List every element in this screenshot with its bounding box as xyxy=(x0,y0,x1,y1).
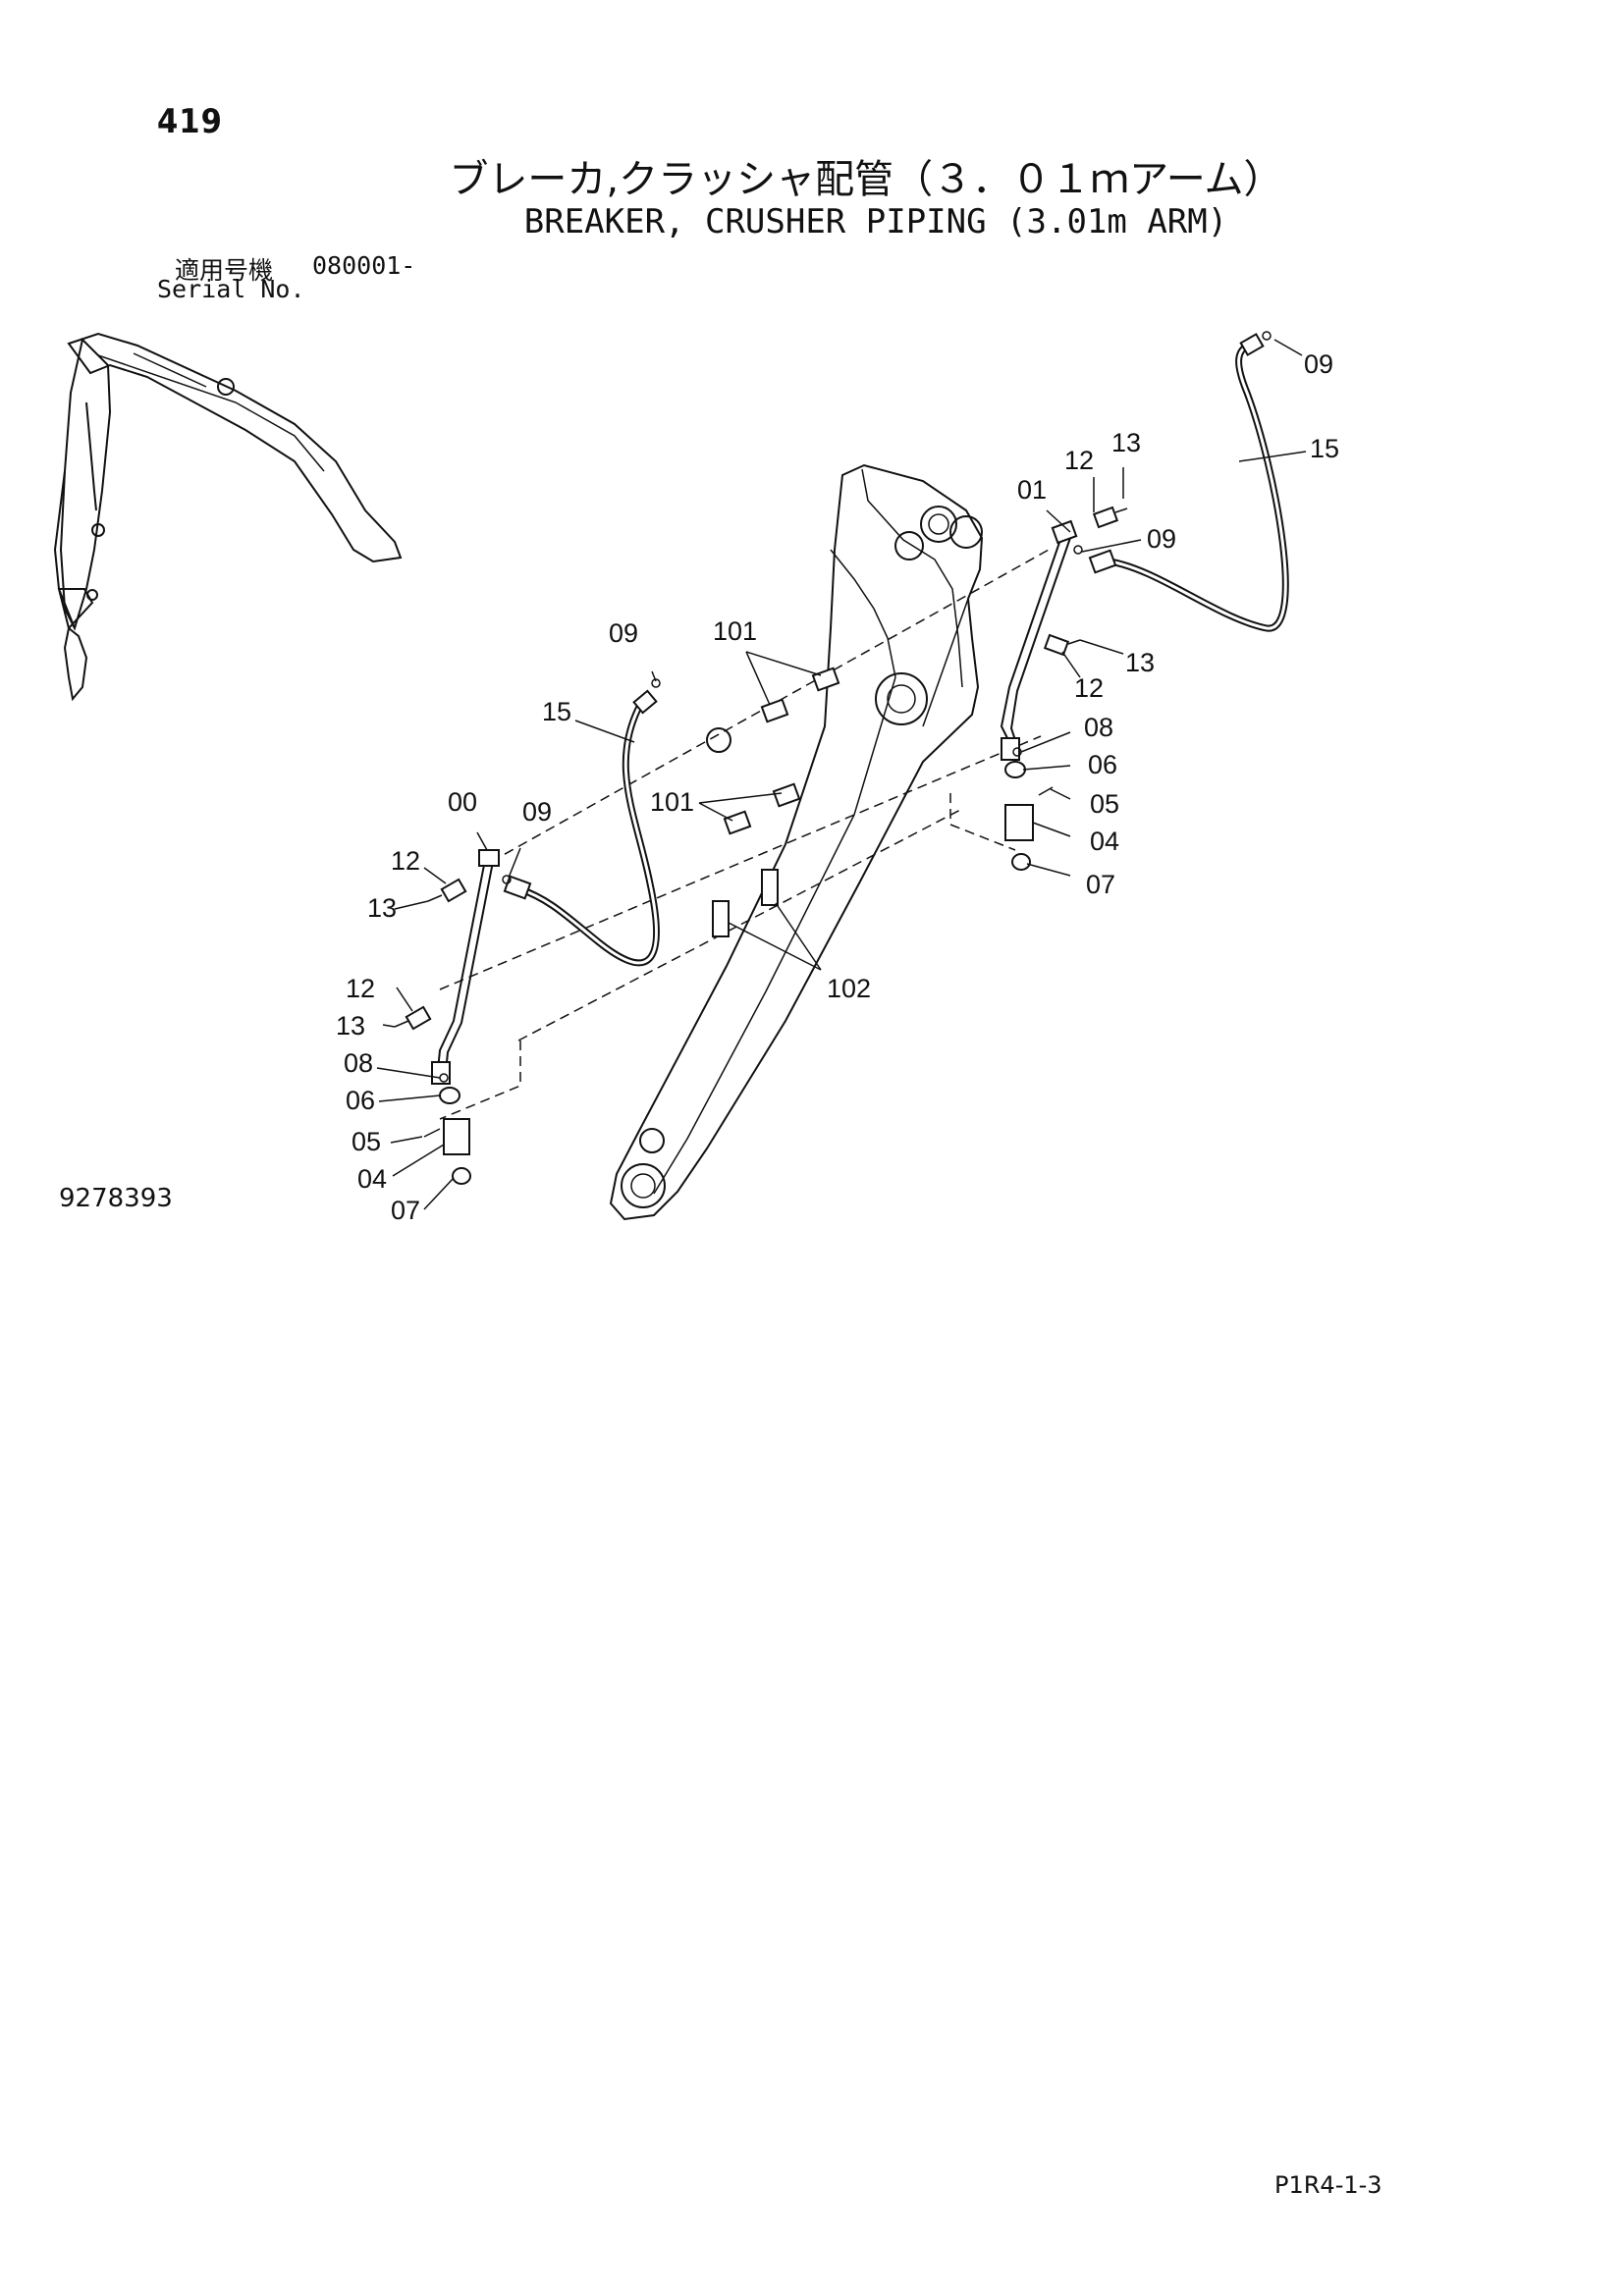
callout-09: 09 xyxy=(1304,349,1333,379)
callout-15: 15 xyxy=(542,697,571,726)
callout-09: 09 xyxy=(1147,524,1176,554)
callout-15: 15 xyxy=(1310,434,1339,463)
arm-body xyxy=(609,463,984,1221)
callout-101: 101 xyxy=(713,616,757,646)
serial-number-value: 080001- xyxy=(312,251,416,280)
callout-12: 12 xyxy=(1064,446,1094,475)
page-number: 419 xyxy=(157,102,223,141)
callout-09: 09 xyxy=(609,618,638,648)
callout-labels: 09 15 13 12 01 09 13 12 08 06 05 04 07 1… xyxy=(336,349,1339,1225)
callout-07: 07 xyxy=(1086,870,1115,899)
callout-00: 00 xyxy=(448,787,477,817)
parts-diagram: 09 15 13 12 01 09 13 12 08 06 05 04 07 1… xyxy=(53,331,1339,1225)
callout-09: 09 xyxy=(522,797,552,827)
serial-label-english: Serial No. xyxy=(157,275,305,303)
leader-lines xyxy=(376,339,1307,1210)
callout-04: 04 xyxy=(357,1164,387,1194)
figure-number: 9278393 xyxy=(59,1184,173,1213)
callout-102: 102 xyxy=(827,974,871,1003)
callout-12: 12 xyxy=(391,846,420,876)
right-piping-assembly xyxy=(1000,331,1289,871)
callout-08: 08 xyxy=(1084,713,1113,742)
callout-13: 13 xyxy=(1111,428,1141,457)
callout-13: 13 xyxy=(367,893,397,923)
callout-07: 07 xyxy=(391,1196,420,1225)
callout-05: 05 xyxy=(352,1127,381,1156)
callout-08: 08 xyxy=(344,1048,373,1078)
clamps xyxy=(712,667,840,937)
callout-101: 101 xyxy=(650,787,694,817)
callout-06: 06 xyxy=(346,1086,375,1115)
left-piping-assembly xyxy=(394,678,661,1185)
excavator-attachment-inset xyxy=(53,332,403,702)
serial-label-japanese: 適用号機 xyxy=(175,256,274,285)
callout-12: 12 xyxy=(1074,673,1104,703)
callout-13: 13 xyxy=(336,1011,365,1041)
callout-01: 01 xyxy=(1017,475,1047,505)
callout-06: 06 xyxy=(1088,750,1117,779)
page-code: P1R4-1-3 xyxy=(1274,2171,1382,2199)
page-title-english: BREAKER, CRUSHER PIPING (3.01m ARM) xyxy=(523,202,1228,241)
page-title-japanese: ブレーカ,クラッシャ配管（３．０１ｍアーム） xyxy=(449,157,1283,202)
callout-05: 05 xyxy=(1090,789,1119,819)
callout-12: 12 xyxy=(346,974,375,1003)
callout-13: 13 xyxy=(1125,648,1155,677)
callout-04: 04 xyxy=(1090,827,1119,856)
